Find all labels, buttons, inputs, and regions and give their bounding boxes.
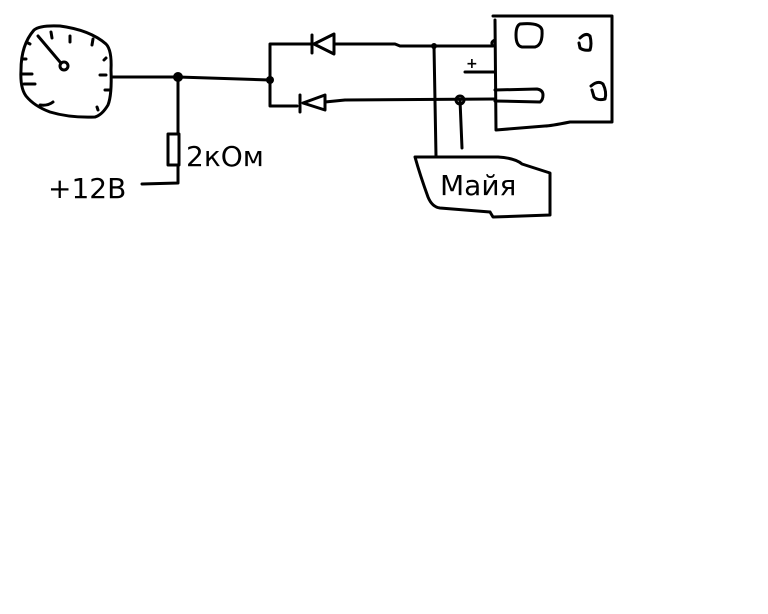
gauge-icon xyxy=(19,24,113,119)
supply-voltage-label: +12В xyxy=(48,172,126,205)
plus-terminal-label: + xyxy=(466,56,478,72)
device-box xyxy=(491,14,614,132)
junction-dots xyxy=(173,43,466,106)
wires xyxy=(110,38,497,186)
diode-top-icon xyxy=(310,32,336,56)
load-box xyxy=(413,155,552,219)
resistor-value-label: 2кОм xyxy=(186,140,264,173)
load-label: Майя xyxy=(440,169,516,202)
diode-bottom-icon xyxy=(298,93,327,114)
resistor-icon xyxy=(166,132,181,167)
